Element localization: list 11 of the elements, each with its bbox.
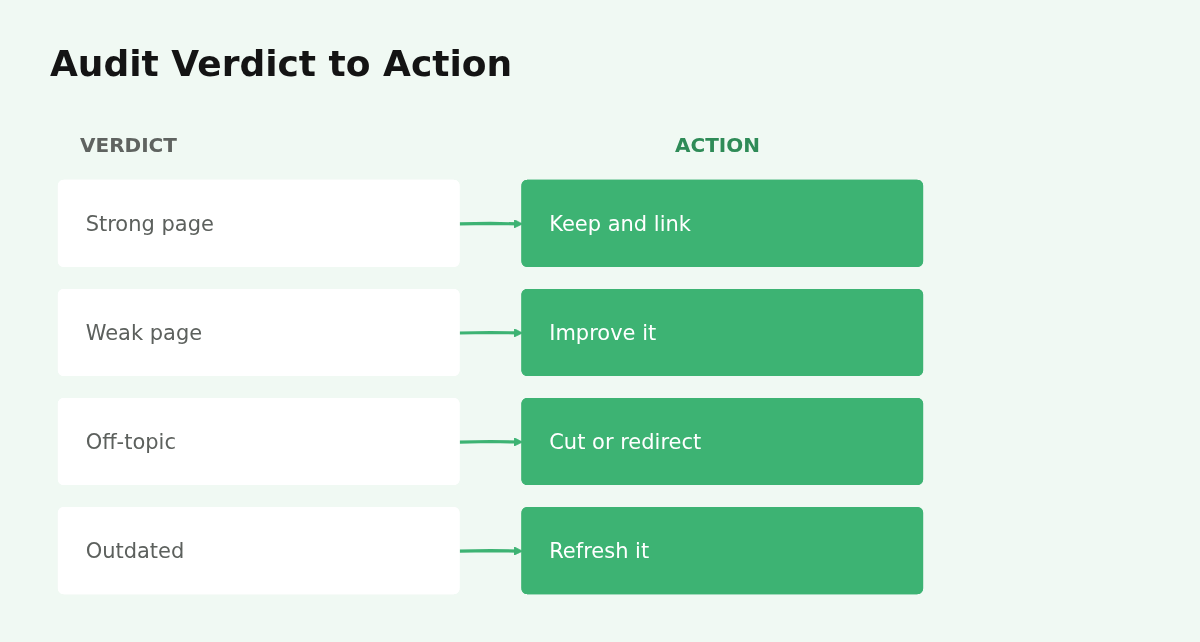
verdict-box: Strong page — [57, 179, 460, 267]
action-box: Cut or redirect — [521, 398, 924, 486]
title: Audit Verdict to Action — [50, 42, 513, 86]
action-box: Keep and link — [521, 179, 924, 267]
column-header: VERDICT — [80, 132, 177, 158]
verdict-box: Weak page — [57, 288, 460, 376]
column-header: ACTION — [675, 132, 760, 158]
action-box: Refresh it — [521, 507, 924, 595]
verdict-box: Off-topic — [57, 398, 460, 486]
action-box: Improve it — [521, 288, 924, 376]
verdict-box: Outdated — [57, 507, 460, 595]
